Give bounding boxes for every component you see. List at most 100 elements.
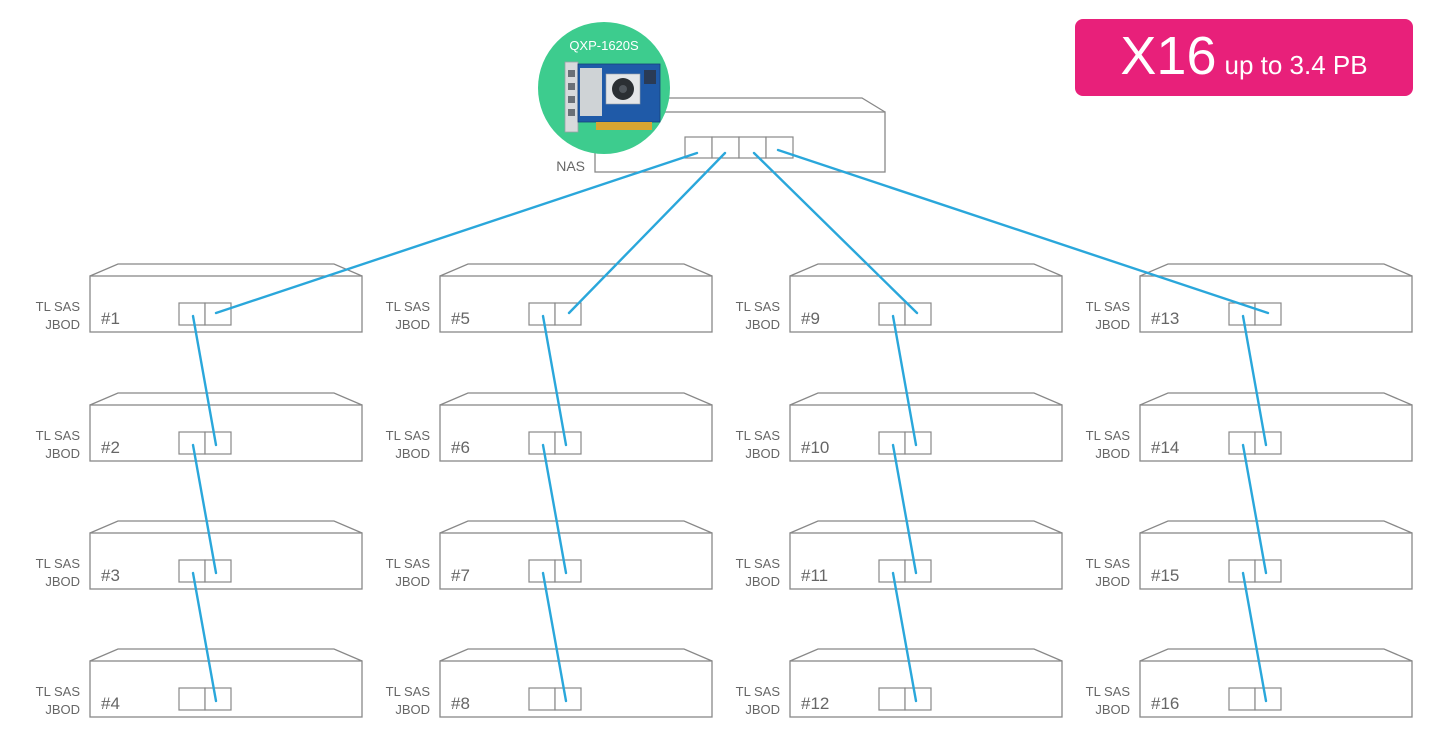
nas-label: NAS — [556, 158, 585, 174]
jbod-port-in — [178, 559, 206, 583]
jbod-port-out — [554, 431, 582, 455]
nas-port-3 — [738, 136, 767, 159]
jbod-label-line2: JBOD — [395, 702, 430, 717]
jbod-label-line2: JBOD — [395, 574, 430, 589]
jbod-port-in — [878, 431, 906, 455]
jbod-label-line2: JBOD — [1095, 446, 1130, 461]
jbod-port-out — [204, 302, 232, 326]
card-name: QXP-1620S — [569, 38, 639, 53]
jbod-unit-10: #10 TL SAS JBOD — [736, 392, 1063, 462]
jbod-port-out — [204, 431, 232, 455]
jbod-port-in — [878, 302, 906, 326]
jbod-top — [1139, 263, 1413, 277]
jbod-number: #5 — [451, 309, 470, 328]
jbod-label-line1: TL SAS — [1086, 299, 1131, 314]
cable-jbod-5-to-6 — [541, 314, 568, 447]
jbod-number: #10 — [801, 438, 829, 457]
jbod-label-line1: TL SAS — [386, 428, 431, 443]
jbod-number: #16 — [1151, 694, 1179, 713]
jbod-port-out — [204, 687, 232, 711]
jbod-label-line1: TL SAS — [736, 428, 781, 443]
jbod-top — [89, 520, 363, 534]
jbod-label-line2: JBOD — [1095, 317, 1130, 332]
jbod-number: #8 — [451, 694, 470, 713]
cable-jbod-9-to-10 — [891, 314, 918, 447]
nas-port-2 — [711, 136, 740, 159]
cable-jbod-11-to-12 — [891, 571, 918, 703]
jbod-label-line1: TL SAS — [736, 556, 781, 571]
jbod-label-line1: TL SAS — [386, 299, 431, 314]
cable-jbod-3-to-4 — [191, 571, 218, 703]
jbod-port-in — [878, 687, 906, 711]
jbod-unit-3: #3 TL SAS JBOD — [36, 520, 363, 590]
jbod-port-out — [204, 559, 232, 583]
jbod-label-line2: JBOD — [745, 702, 780, 717]
jbod-label-line2: JBOD — [1095, 702, 1130, 717]
card-image — [564, 61, 661, 133]
cable-jbod-13-to-14 — [1241, 314, 1268, 447]
cable-jbod-10-to-11 — [891, 443, 918, 575]
jbod-port-out — [554, 687, 582, 711]
jbod-label-line1: TL SAS — [36, 556, 81, 571]
badge-capacity: up to 3.4 PB — [1224, 50, 1368, 80]
jbod-unit-11: #11 TL SAS JBOD — [736, 520, 1063, 590]
jbod-label-line1: TL SAS — [1086, 428, 1131, 443]
jbod-top — [439, 520, 713, 534]
jbod-top — [89, 648, 363, 662]
cable-nas-to-jbod-13 — [776, 148, 1270, 315]
jbod-number: #3 — [101, 566, 120, 585]
jbod-port-in — [528, 302, 556, 326]
jbod-number: #6 — [451, 438, 470, 457]
jbod-unit-13: #13 TL SAS JBOD — [1086, 263, 1413, 333]
jbod-number: #15 — [1151, 566, 1179, 585]
jbod-port-out — [904, 687, 932, 711]
jbod-top — [789, 392, 1063, 406]
cable-jbod-15-to-16 — [1241, 571, 1268, 703]
jbod-label-line2: JBOD — [745, 574, 780, 589]
cable-jbod-1-to-2 — [191, 314, 218, 447]
capacity-badge: X16 up to 3.4 PB — [1075, 19, 1413, 96]
jbod-port-in — [528, 687, 556, 711]
cable-nas-to-jbod-9 — [752, 151, 919, 315]
jbod-port-in — [178, 431, 206, 455]
jbod-label-line2: JBOD — [745, 446, 780, 461]
jbod-number: #13 — [1151, 309, 1179, 328]
jbod-label-line1: TL SAS — [1086, 556, 1131, 571]
jbod-number: #11 — [801, 566, 828, 585]
jbod-label-line2: JBOD — [45, 574, 80, 589]
jbod-number: #9 — [801, 309, 820, 328]
jbod-number: #4 — [101, 694, 120, 713]
jbod-port-in — [178, 687, 206, 711]
jbod-unit-16: #16 TL SAS JBOD — [1086, 648, 1413, 718]
jbod-port-out — [1254, 559, 1282, 583]
badge-count: X16 — [1120, 26, 1217, 86]
jbod-label-line2: JBOD — [1095, 574, 1130, 589]
jbod-number: #1 — [101, 309, 120, 328]
cable-jbod-2-to-3 — [191, 443, 218, 575]
jbod-top — [439, 263, 713, 277]
jbod-label-line1: TL SAS — [36, 428, 81, 443]
jbod-top — [89, 263, 363, 277]
jbod-port-in — [1228, 431, 1256, 455]
cable-jbod-14-to-15 — [1241, 443, 1268, 575]
jbod-label-line1: TL SAS — [1086, 684, 1131, 699]
jbod-port-out — [904, 559, 932, 583]
jbod-top — [1139, 648, 1413, 662]
jbod-number: #14 — [1151, 438, 1179, 457]
jbod-label-line2: JBOD — [45, 446, 80, 461]
jbod-label-line2: JBOD — [45, 702, 80, 717]
cable-jbod-6-to-7 — [541, 443, 568, 575]
jbod-top — [439, 648, 713, 662]
cable-jbod-7-to-8 — [541, 571, 568, 703]
cable-nas-to-jbod-1 — [214, 151, 699, 315]
jbod-top — [89, 392, 363, 406]
